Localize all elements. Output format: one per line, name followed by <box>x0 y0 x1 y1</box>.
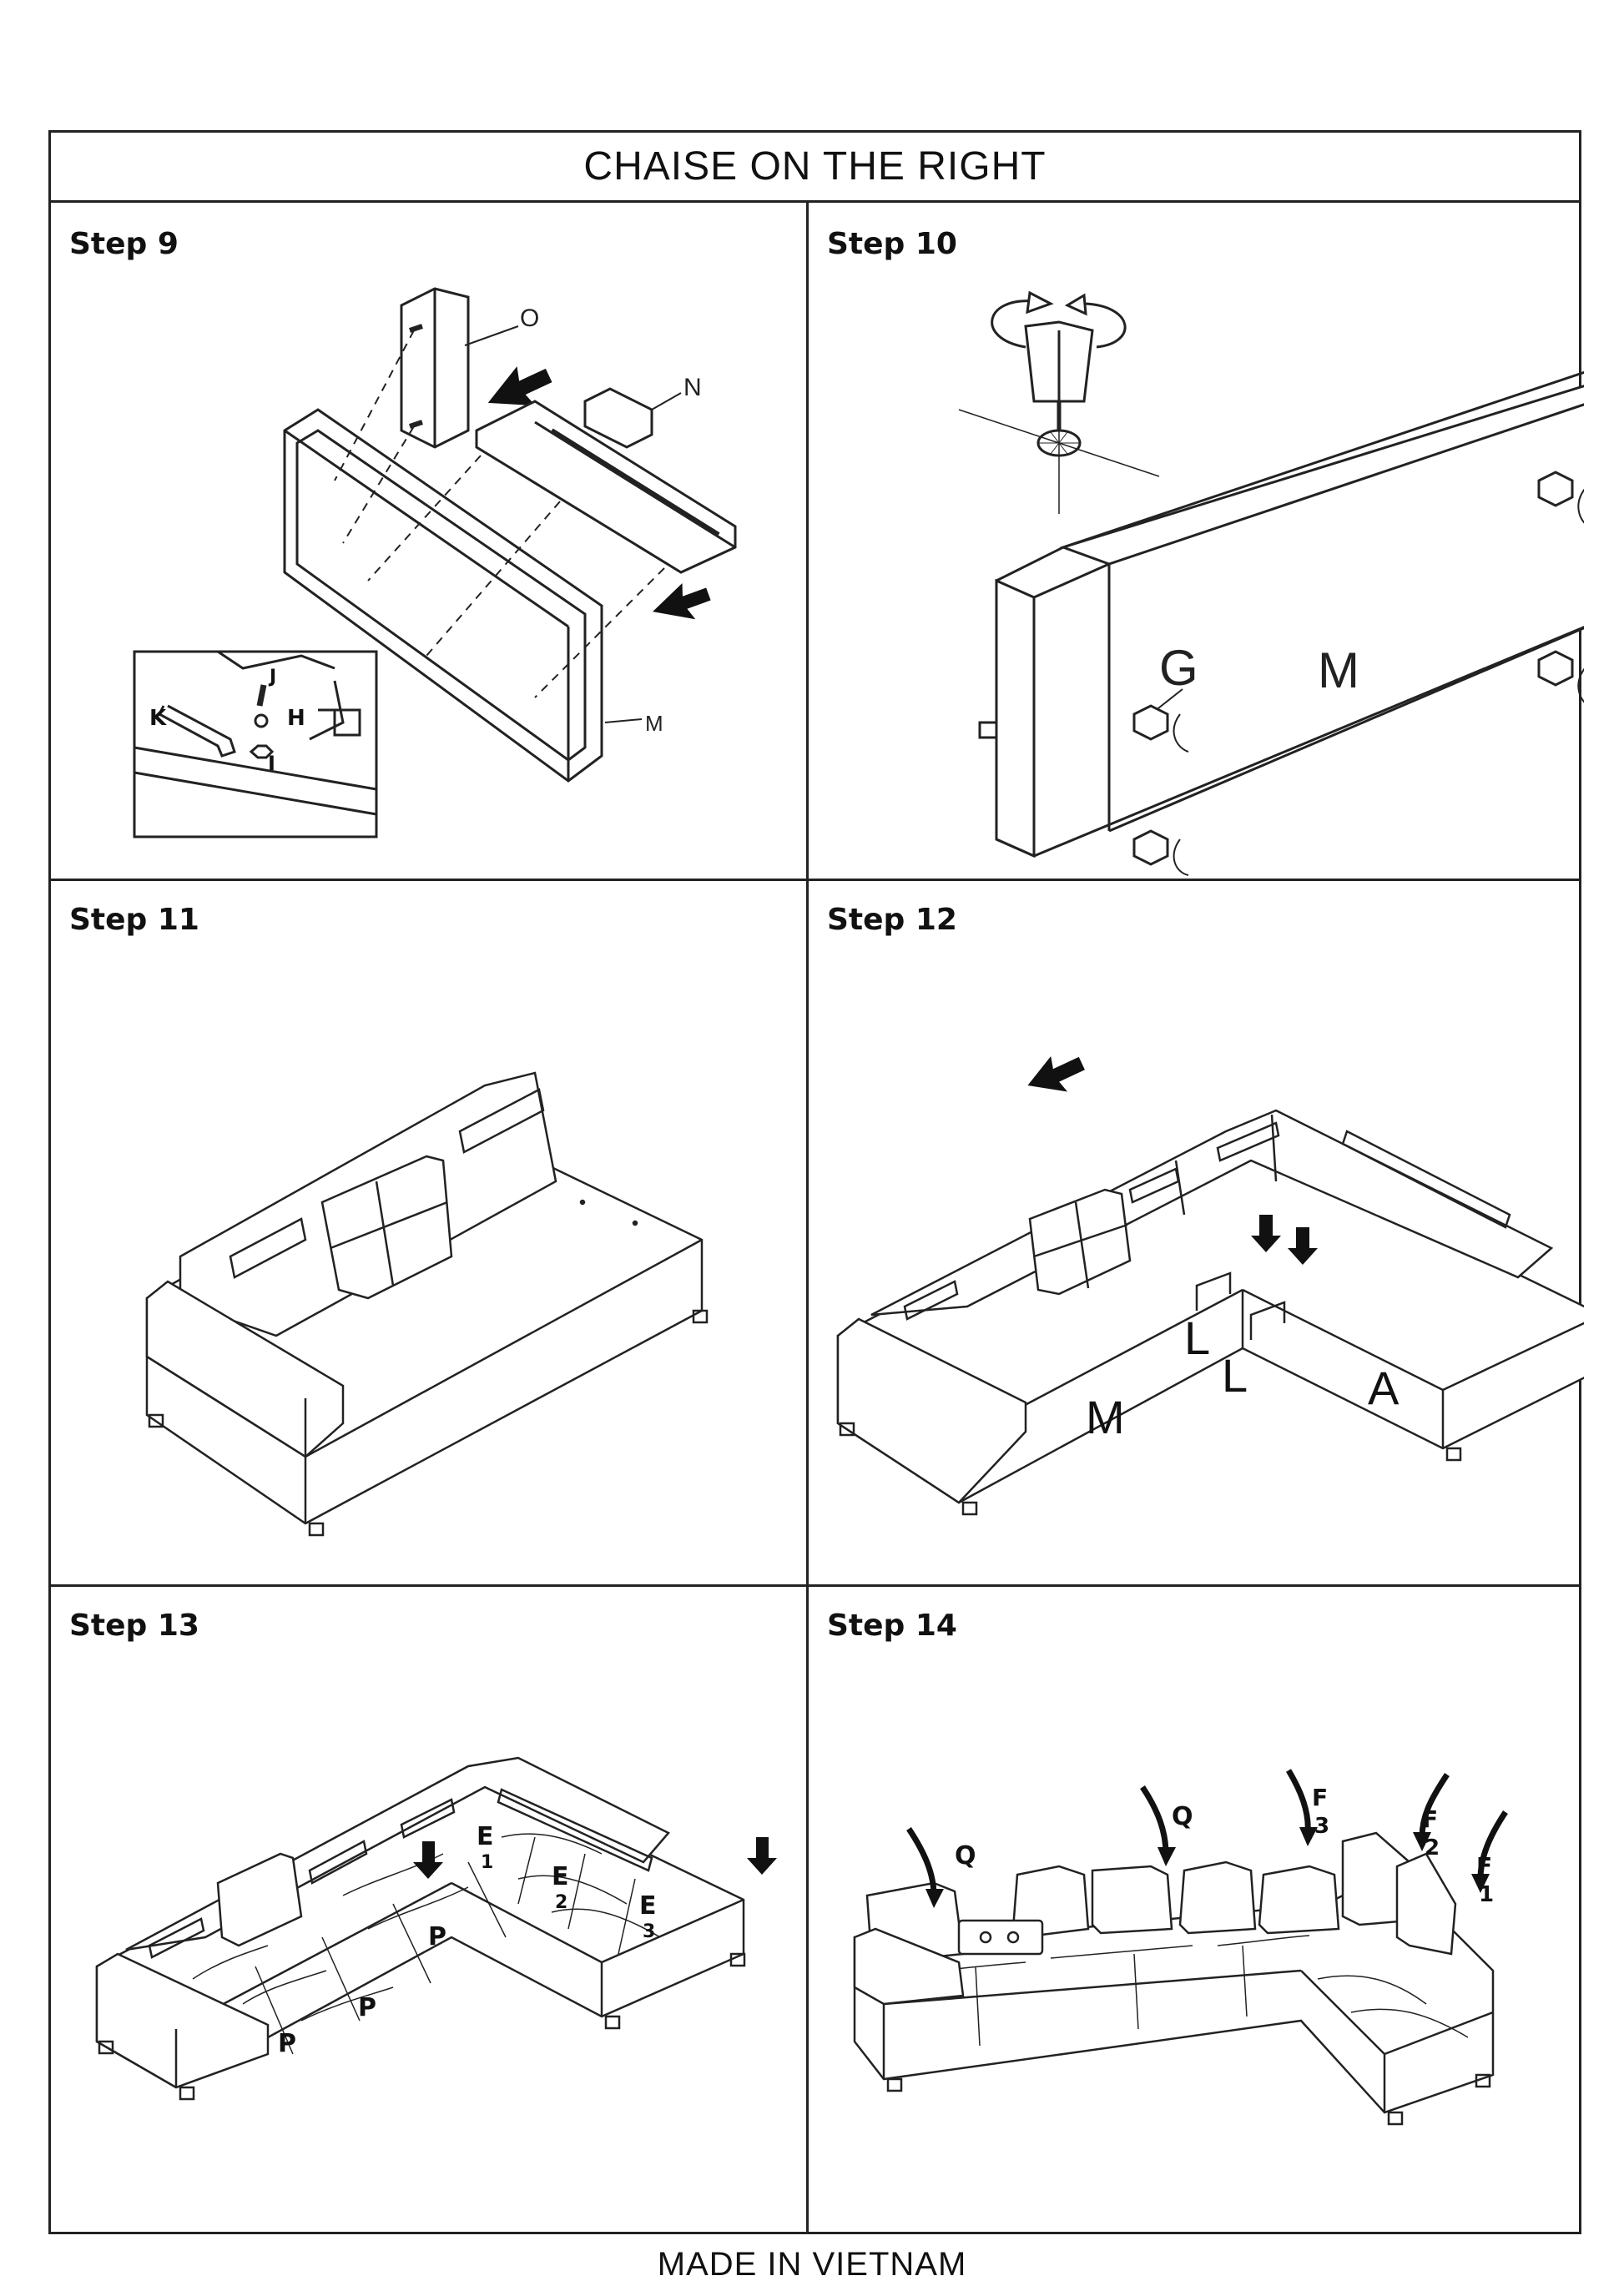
part-f-number-2: 2 <box>1425 1835 1440 1860</box>
down-arrow-icon <box>1251 1215 1281 1252</box>
step-10-illustration: G M <box>958 290 1584 876</box>
step-11-illustration <box>145 1071 709 1537</box>
down-arrow-icon-13a <box>413 1841 443 1879</box>
part-f-number-1: 1 <box>1479 1882 1495 1907</box>
part-p-letter-1: P <box>278 2029 296 2058</box>
step-12-label: Step 12 <box>827 903 957 937</box>
footer-made-in: MADE IN VIETNAM <box>657 2246 967 2283</box>
part-e-letter-2: E <box>552 1862 569 1891</box>
push-arrow-icon-2 <box>653 582 711 620</box>
part-p-letter-2: P <box>358 1993 376 2022</box>
part-e-number-2: 2 <box>555 1892 568 1913</box>
mesh-panel-2 <box>458 1088 545 1154</box>
nut-icon <box>249 744 275 759</box>
part-f-number-3: 3 <box>1314 1814 1330 1839</box>
back-cushion-13 <box>216 1852 303 1947</box>
part-g-letter: G <box>1159 640 1198 696</box>
leg-icons-on-sofa <box>1132 471 1574 866</box>
step-13-panel: Step 13 <box>51 1587 806 2234</box>
part-e-number-1: 1 <box>481 1852 494 1873</box>
part-h-letter: H <box>287 706 305 731</box>
step-14-illustration <box>853 1769 1508 2126</box>
mesh-panel-12b <box>1128 1167 1180 1204</box>
step-13-illustration <box>95 1756 777 2101</box>
part-n-letter: N <box>683 374 702 401</box>
part-i-letter: I <box>268 752 275 775</box>
column-divider <box>806 203 809 2234</box>
step-14-label: Step 14 <box>827 1609 957 1643</box>
leg-icon <box>958 320 1160 514</box>
sofa-m-back <box>978 370 1584 858</box>
washer-icon <box>254 713 269 728</box>
part-q-letter-1: Q <box>955 1841 976 1871</box>
step-12-panel: Step 12 <box>809 881 1584 1584</box>
push-arrow-icon <box>487 366 552 406</box>
push-arrow-icon-12 <box>1027 1055 1085 1092</box>
step-10-label: Step 10 <box>827 227 957 261</box>
rotate-arrow-icon <box>991 290 1127 349</box>
part-p-letter-3: P <box>428 1922 446 1951</box>
part-m-letter-10: M <box>1318 642 1359 698</box>
page-title: CHAISE ON THE RIGHT <box>51 133 1579 203</box>
instruction-sheet: CHAISE ON THE RIGHT Step 9 O <box>48 130 1584 2234</box>
tufting <box>192 1833 661 2055</box>
step-13-label: Step 13 <box>69 1609 199 1643</box>
leg-1 <box>308 1522 325 1537</box>
bolt-icon <box>256 684 267 707</box>
mesh-panel-1 <box>229 1217 307 1279</box>
part-l-letter-2: L <box>1222 1349 1248 1402</box>
step-11-label: Step 11 <box>69 903 199 937</box>
step-11-panel: Step 11 <box>51 881 806 1584</box>
row-divider-1 <box>51 879 1579 881</box>
part-f-letter-3: F <box>1312 1784 1329 1811</box>
part-q-letter-2: Q <box>1172 1802 1193 1831</box>
console-tray <box>957 1919 1044 1956</box>
part-n-arm <box>475 387 737 574</box>
part-f-letter-2: F <box>1422 1805 1439 1833</box>
part-f-letter-1: F <box>1476 1852 1493 1880</box>
step-9-panel: Step 9 O M <box>51 205 806 879</box>
mesh-panel-12c <box>1216 1121 1280 1162</box>
leg-2 <box>692 1309 709 1324</box>
part-e-letter-1: E <box>477 1822 494 1851</box>
part-o-letter: O <box>520 305 539 332</box>
mesh-panel-12a <box>903 1280 959 1321</box>
step-14-panel: Step 14 <box>809 1587 1584 2234</box>
part-a-letter: A <box>1368 1362 1400 1414</box>
armrest-13 <box>95 1952 270 2089</box>
part-o-block <box>400 287 470 449</box>
step-10-panel: Step 10 <box>809 205 1584 879</box>
part-k-letter: K <box>149 706 167 731</box>
part-e-letter-3: E <box>639 1891 657 1921</box>
mesh-panel-12d <box>1341 1130 1511 1229</box>
part-l-letter-1: L <box>1184 1312 1211 1364</box>
step-9-illustration: O M N <box>133 287 737 838</box>
step-9-label: Step 9 <box>69 227 179 261</box>
bracket-l-1 <box>1195 1271 1232 1311</box>
part-e-number-3: 3 <box>643 1921 656 1942</box>
part-m-letter-12: M <box>1086 1391 1125 1443</box>
down-arrow-icon-13b <box>747 1837 777 1875</box>
armrest-12 <box>836 1317 1027 1504</box>
leg-3 <box>148 1413 164 1428</box>
bracket-l-2 <box>1249 1301 1286 1340</box>
curved-arrow-icon <box>1173 488 1584 876</box>
step-12-illustration <box>836 1055 1584 1516</box>
hardware-inset <box>133 650 378 838</box>
armrest-14 <box>853 1927 965 2006</box>
part-m-back-frame <box>283 408 603 783</box>
part-j-letter: J <box>268 667 276 687</box>
back-cushion <box>320 1155 453 1300</box>
part-m-letter: M <box>645 711 663 736</box>
row-divider-2 <box>51 1584 1579 1587</box>
down-arrow-icon-2 <box>1288 1227 1318 1265</box>
wrench-icon <box>158 704 236 758</box>
